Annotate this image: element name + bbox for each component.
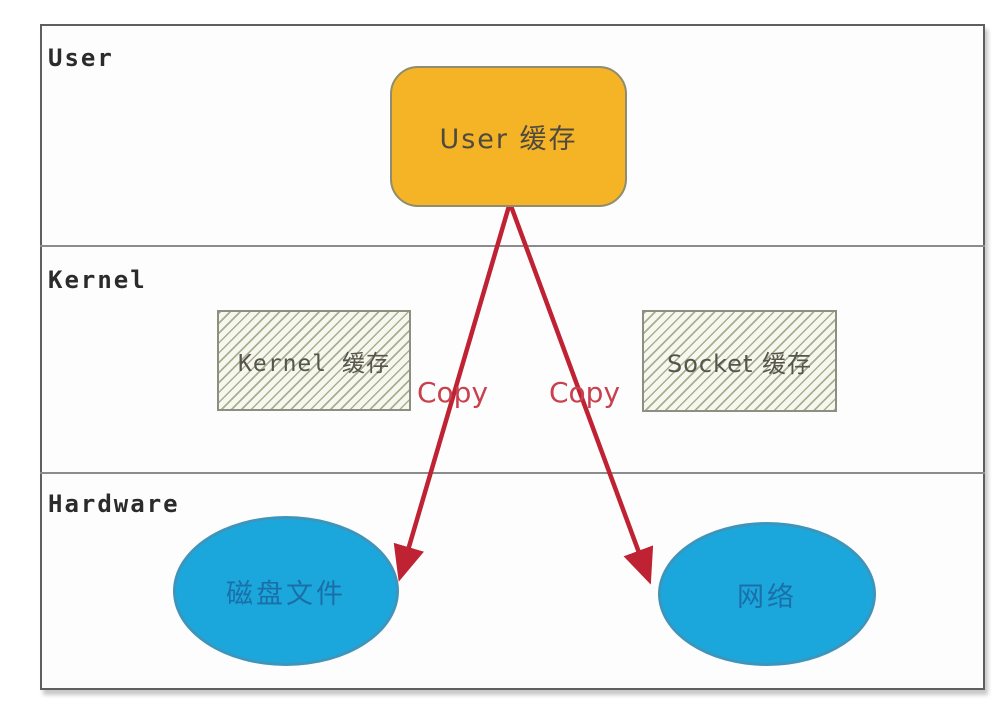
node-user-cache: User 缓存 [390,66,627,207]
node-network-label: 网络 [737,581,797,613]
node-disk-file-label: 磁盘文件 [226,578,346,610]
layer-label-kernel: Kernel [48,266,147,294]
node-kernel-cache-label: Kernel 缓存 [238,350,390,377]
layer-label-hardware: Hardware [48,490,180,518]
node-kernel-cache: Kernel 缓存 [217,310,411,411]
node-user-cache-label: User 缓存 [439,124,578,155]
layer-label-user: User [48,44,114,72]
copy-label-left: Copy [417,376,489,409]
node-disk-file: 磁盘文件 [173,516,399,666]
kernel-hardware-divider [40,472,985,474]
node-socket-cache: Socket 缓存 [642,310,837,412]
user-kernel-divider [40,245,985,247]
node-socket-cache-label: Socket 缓存 [667,349,812,378]
copy-label-right: Copy [549,376,621,409]
node-network: 网络 [658,522,876,666]
